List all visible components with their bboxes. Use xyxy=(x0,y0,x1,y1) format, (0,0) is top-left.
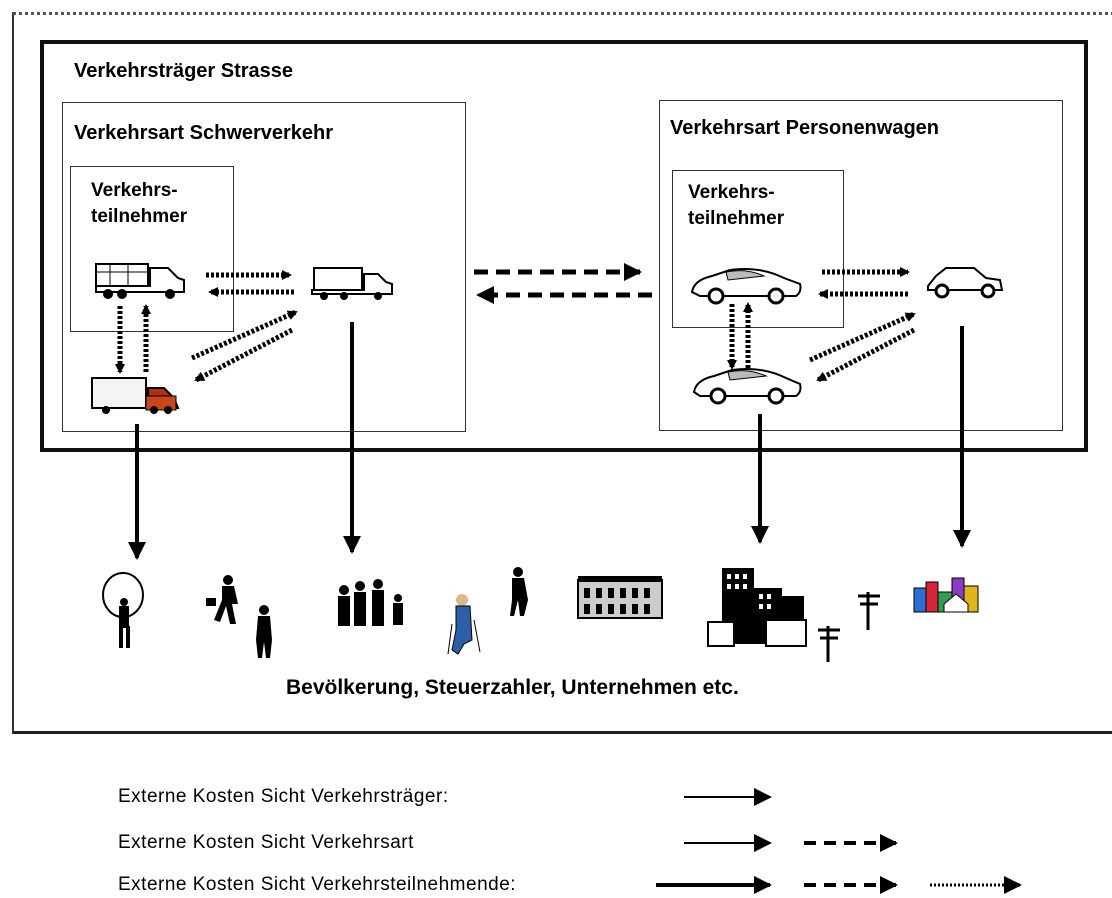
family-icon xyxy=(338,579,403,626)
person-icon xyxy=(510,567,528,616)
heavy-participants-label-2: teilnehmer xyxy=(91,206,188,227)
person-icon xyxy=(447,594,481,655)
heavy-traffic-title: Verkehrsart Schwerverkehr xyxy=(74,122,334,144)
sports-car-icon xyxy=(690,268,802,305)
legend-label-traffic-type: Externe Kosten Sicht Verkehrsart xyxy=(118,832,414,853)
participant-arrows xyxy=(115,267,916,383)
sports-car-icon xyxy=(692,368,802,405)
population-label: Bevölkerung, Steuerzahler, Unternehmen e… xyxy=(286,676,739,699)
person-icon xyxy=(206,575,238,624)
building-icon xyxy=(577,576,663,619)
car-participants-label-1: Verkehrs- xyxy=(688,182,775,203)
truck-icon xyxy=(311,267,393,300)
city-icon xyxy=(707,568,807,647)
traffic-type-arrows xyxy=(474,263,652,304)
city-icon xyxy=(913,577,979,613)
delivery-truck-icon xyxy=(91,377,180,414)
outer-frame xyxy=(12,12,1112,734)
person-icon xyxy=(256,605,272,658)
person-icon xyxy=(102,572,144,648)
mode-box xyxy=(40,40,1088,452)
car-traffic-box xyxy=(659,100,1063,431)
sedan-car-icon xyxy=(927,267,1004,299)
mode-box-title: Verkehrsträger Strasse xyxy=(74,60,294,82)
heavy-participants-label-1: Verkehrs- xyxy=(91,180,178,201)
cost-arrows xyxy=(128,322,971,560)
car-traffic-title: Verkehrsart Personenwagen xyxy=(670,117,940,139)
legend-label-participants: Externe Kosten Sicht Verkehrsteilnehmend… xyxy=(118,874,517,895)
truck-icon xyxy=(95,263,185,299)
car-participants-box xyxy=(672,170,844,328)
power-pole-icon xyxy=(818,592,880,662)
legend-label-mode: Externe Kosten Sicht Verkehrsträger: xyxy=(118,786,449,807)
car-participants-label-2: teilnehmer xyxy=(688,208,785,229)
heavy-participants-box xyxy=(70,166,234,332)
legend-arrows xyxy=(656,788,1022,894)
heavy-traffic-box xyxy=(62,102,466,432)
